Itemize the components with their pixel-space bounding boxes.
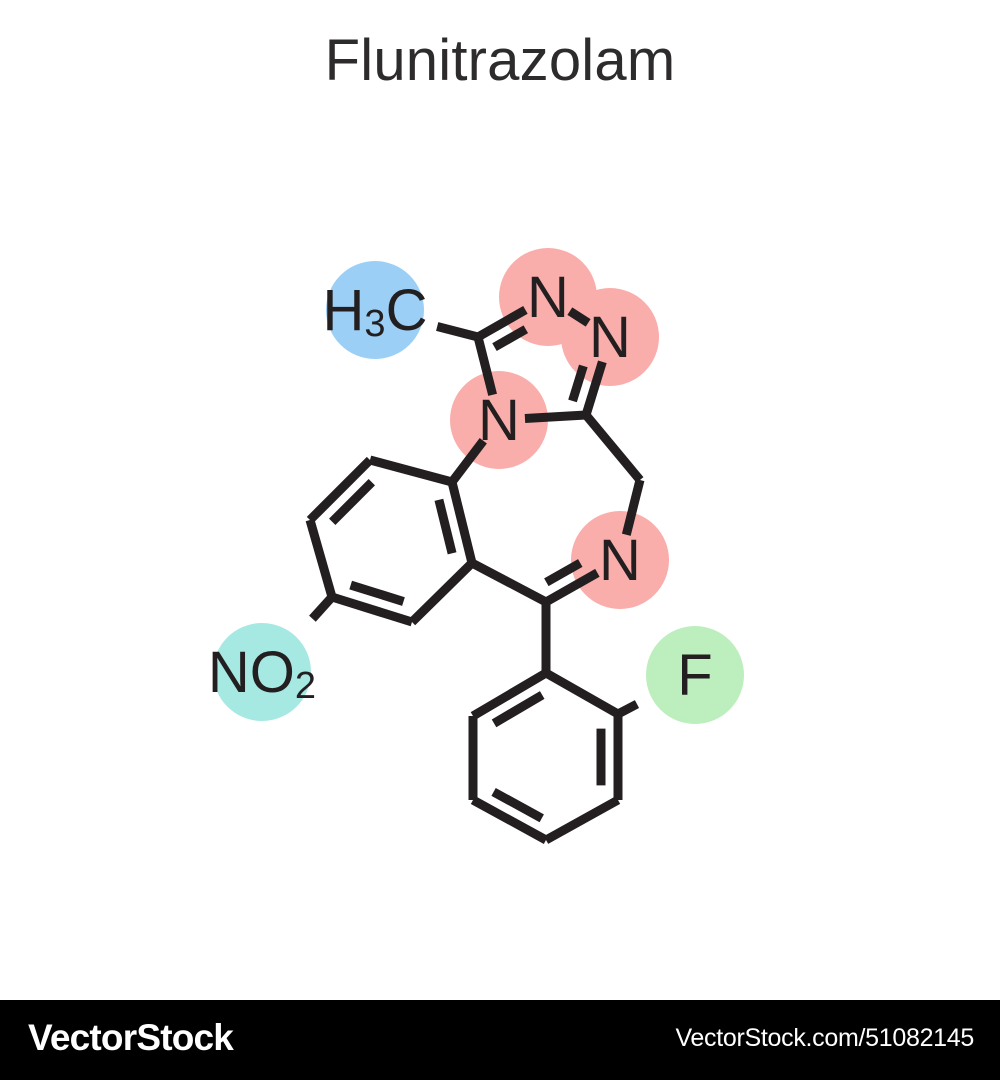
bond-n-to-c5 bbox=[543, 568, 600, 606]
bond-benz-6-1 bbox=[408, 559, 476, 626]
bond-benz-4-5 bbox=[305, 518, 337, 599]
highlight-circle-triazole-n2 bbox=[561, 288, 659, 386]
footer-bar: VectorStock VectorStock.com/51082145 bbox=[0, 1000, 1000, 1080]
bond-n4-to-c bbox=[473, 335, 497, 396]
triazole-n1-label: N bbox=[527, 265, 569, 330]
bond-layer bbox=[305, 305, 645, 844]
bond-benz-3-4-inner bbox=[329, 479, 376, 526]
triazole-n2-label: N bbox=[589, 305, 631, 370]
bond-ph-to-fluoro bbox=[615, 700, 640, 718]
bond-benz-to-nitro bbox=[309, 593, 336, 622]
bond-ph-1-2 bbox=[543, 669, 621, 718]
vectorstock-logo: VectorStock bbox=[28, 1017, 234, 1058]
page-title: Flunitrazolam bbox=[324, 28, 676, 93]
highlight-circle-triazole-n4 bbox=[450, 371, 548, 469]
bond-n2-to-c3 bbox=[581, 360, 607, 417]
bond-n2-to-c3-inner bbox=[568, 364, 588, 403]
bond-ph-3-4 bbox=[543, 796, 621, 844]
bond-c-to-n1 bbox=[475, 305, 528, 341]
bond-ph-6-1 bbox=[470, 669, 549, 720]
imine-n-label: N bbox=[599, 528, 641, 593]
bond-n1-to-n2 bbox=[567, 307, 591, 327]
bond-methyl-to-c bbox=[436, 322, 480, 342]
bond-benz-5-6-inner bbox=[349, 580, 405, 606]
bond-benz-2-3 bbox=[368, 455, 454, 487]
bond-ph-4-5 bbox=[470, 796, 549, 844]
highlight-circle-layer bbox=[213, 248, 744, 724]
bond-benz-1-2-inner bbox=[434, 498, 457, 555]
triazole-n4-label: N bbox=[478, 388, 520, 453]
bond-ph-4-5-inner bbox=[491, 787, 544, 823]
bond-benzc2-to-n4 bbox=[448, 438, 487, 485]
highlight-circle-nitro bbox=[213, 623, 311, 721]
highlight-circle-imine-n bbox=[571, 511, 669, 609]
fluoro-label: F bbox=[677, 643, 712, 708]
bond-c-to-n1-inner bbox=[492, 325, 529, 352]
highlight-circle-methyl bbox=[326, 261, 424, 359]
bond-benz-5-6 bbox=[330, 592, 414, 627]
vectorstock-url: VectorStock.com/51082145 bbox=[675, 1024, 974, 1052]
bond-c3-to-ch2 bbox=[582, 412, 644, 483]
highlight-circle-fluoro bbox=[646, 626, 744, 724]
bond-c5-to-benz bbox=[469, 559, 549, 606]
methyl-label: H3C bbox=[323, 278, 428, 346]
bond-benz-3-4 bbox=[306, 456, 374, 524]
bond-n-to-c5-inner bbox=[544, 559, 583, 587]
nitro-label: NO2 bbox=[208, 640, 316, 708]
bond-c3-to-n4 bbox=[524, 410, 587, 424]
bond-ph-6-1-inner bbox=[491, 691, 545, 728]
bond-ch2-to-n bbox=[621, 478, 645, 536]
bond-benz-1-2 bbox=[447, 480, 477, 565]
